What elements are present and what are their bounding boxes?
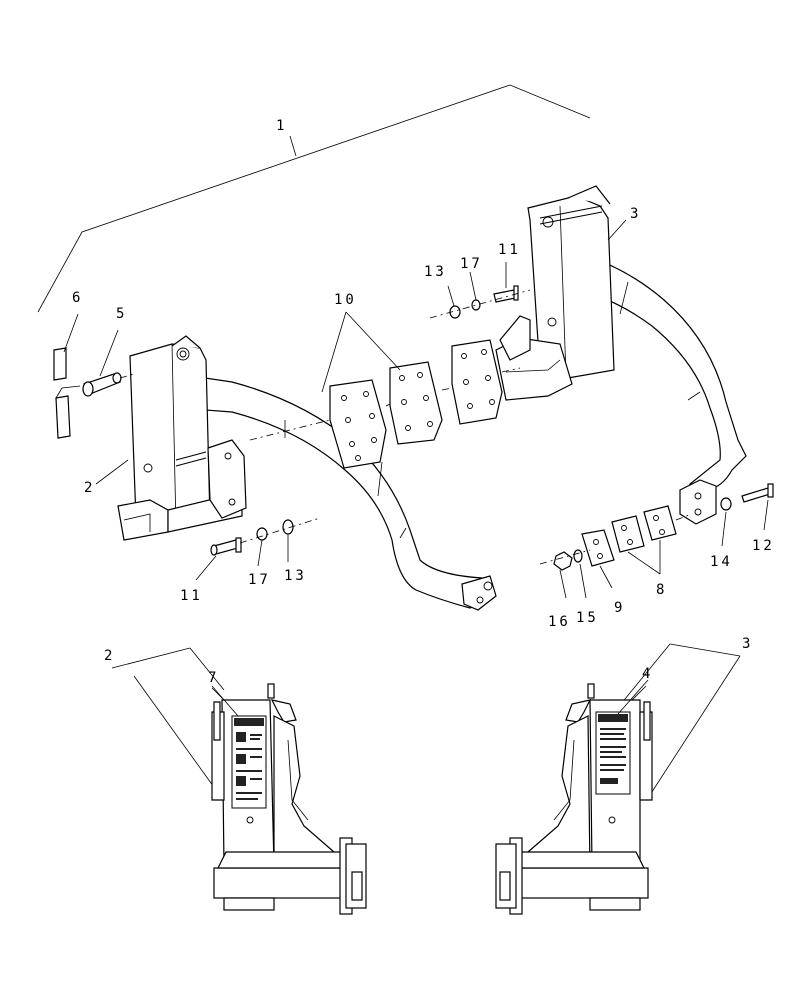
callout-3-lower: 3 (742, 636, 753, 652)
callout-13-lower: 13 (284, 568, 307, 584)
mounting-plates-part-10 (249, 339, 521, 469)
callout-10: 10 (334, 292, 357, 308)
callout-7: 7 (208, 670, 219, 686)
bolt-part-11-left (210, 517, 321, 556)
left-frame-side-view (111, 647, 367, 915)
callout-17-lower: 17 (248, 572, 271, 588)
left-mounting-frame (117, 335, 497, 611)
callout-8: 8 (656, 582, 667, 598)
callout-11-lower: 11 (180, 588, 203, 604)
warning-decal-part-7 (231, 715, 267, 809)
callout-16: 16 (548, 614, 571, 630)
callout-6: 6 (72, 290, 83, 306)
right-frame-side-view (495, 643, 741, 915)
callout-9: 9 (614, 600, 625, 616)
callout-2-lower: 2 (104, 648, 115, 664)
callout-labels: 1 2 3 5 6 8 9 10 11 11 12 13 13 14 15 16… (72, 118, 775, 686)
callout-11-upper: 11 (498, 242, 521, 258)
nut-part-16-washer-15 (539, 549, 591, 571)
callout-4: 4 (642, 666, 653, 682)
callout-1: 1 (276, 118, 287, 134)
callout-17-upper: 17 (460, 256, 483, 272)
right-mounting-frame (495, 185, 747, 525)
callout-leaders (63, 219, 769, 599)
callout-13-upper: 13 (424, 264, 447, 280)
callout-3-upper: 3 (630, 206, 641, 222)
callout-12: 12 (752, 538, 775, 554)
callout-14: 14 (710, 554, 733, 570)
pivot-pin-part-5 (82, 372, 135, 397)
warning-decal-part-4 (595, 711, 631, 795)
lock-clip-part-6 (53, 347, 81, 439)
bolt-part-12 (720, 483, 774, 511)
bolt-part-11-right (429, 285, 531, 319)
callout-5: 5 (116, 306, 127, 322)
callout-2-upper: 2 (84, 480, 95, 496)
assembly-leader-lines (37, 84, 591, 313)
callout-15: 15 (576, 610, 599, 626)
shim-plates-part-8-9 (581, 505, 693, 567)
